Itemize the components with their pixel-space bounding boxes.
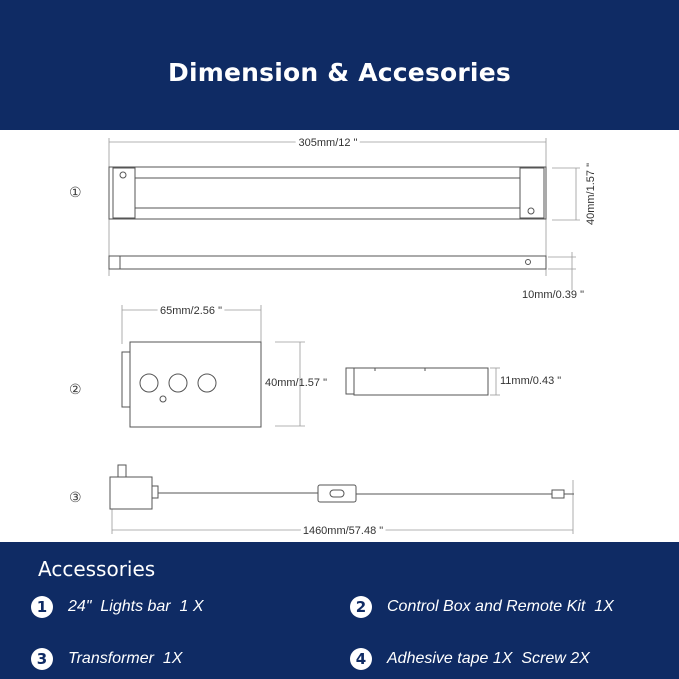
box-width-label: 65mm/2.56 ": [160, 305, 222, 317]
number-badge-icon: 2: [350, 596, 372, 618]
control-box-side: [345, 367, 489, 396]
accessory-text: Adhesive tape 1X Screw 2X: [387, 650, 590, 667]
cable-length-label: 1460mm/57.48 ": [303, 525, 383, 537]
accessory-item-1: 1 24" Lights bar 1 X: [31, 596, 204, 618]
light-bar-front: [108, 166, 547, 220]
accessory-text: Control Box and Remote Kit 1X: [387, 598, 614, 615]
accessories-section: Accessories 1 24" Lights bar 1 X 2 Contr…: [0, 542, 679, 679]
light-bar-side: [108, 255, 547, 270]
bar-depth-label: 10mm/0.39 ": [522, 289, 584, 301]
page-title: Dimension & Accesories: [168, 58, 511, 87]
header-banner: Dimension & Accesories: [0, 0, 679, 130]
box-depth-label: 11mm/0.43 ": [500, 375, 561, 387]
transformer-cable: [109, 464, 574, 510]
number-badge-icon: 1: [31, 596, 53, 618]
accessory-item-3: 3 Transformer 1X: [31, 648, 182, 670]
accessory-item-4: 4 Adhesive tape 1X Screw 2X: [350, 648, 590, 670]
marker-3: ③: [69, 489, 82, 505]
box-height-label: 40mm/1.57 ": [265, 377, 327, 389]
number-badge-icon: 4: [350, 648, 372, 670]
marker-2: ②: [69, 381, 82, 397]
accessory-text: Transformer 1X: [68, 650, 183, 667]
accessory-text: 24" Lights bar 1 X: [68, 598, 204, 615]
accessories-title: Accessories: [38, 557, 156, 581]
control-box-front: [121, 341, 262, 428]
bar-length-label: 305mm/12 ": [299, 137, 358, 149]
accessory-item-2: 2 Control Box and Remote Kit 1X: [350, 596, 614, 618]
marker-1: ①: [69, 184, 82, 200]
dimension-diagram: ① ② ③ 305mm/12 " 40mm/1.57 " 10mm/0.39 "…: [69, 134, 597, 540]
number-badge-icon: 3: [31, 648, 53, 670]
bar-height-label: 40mm/1.57 ": [585, 163, 597, 225]
